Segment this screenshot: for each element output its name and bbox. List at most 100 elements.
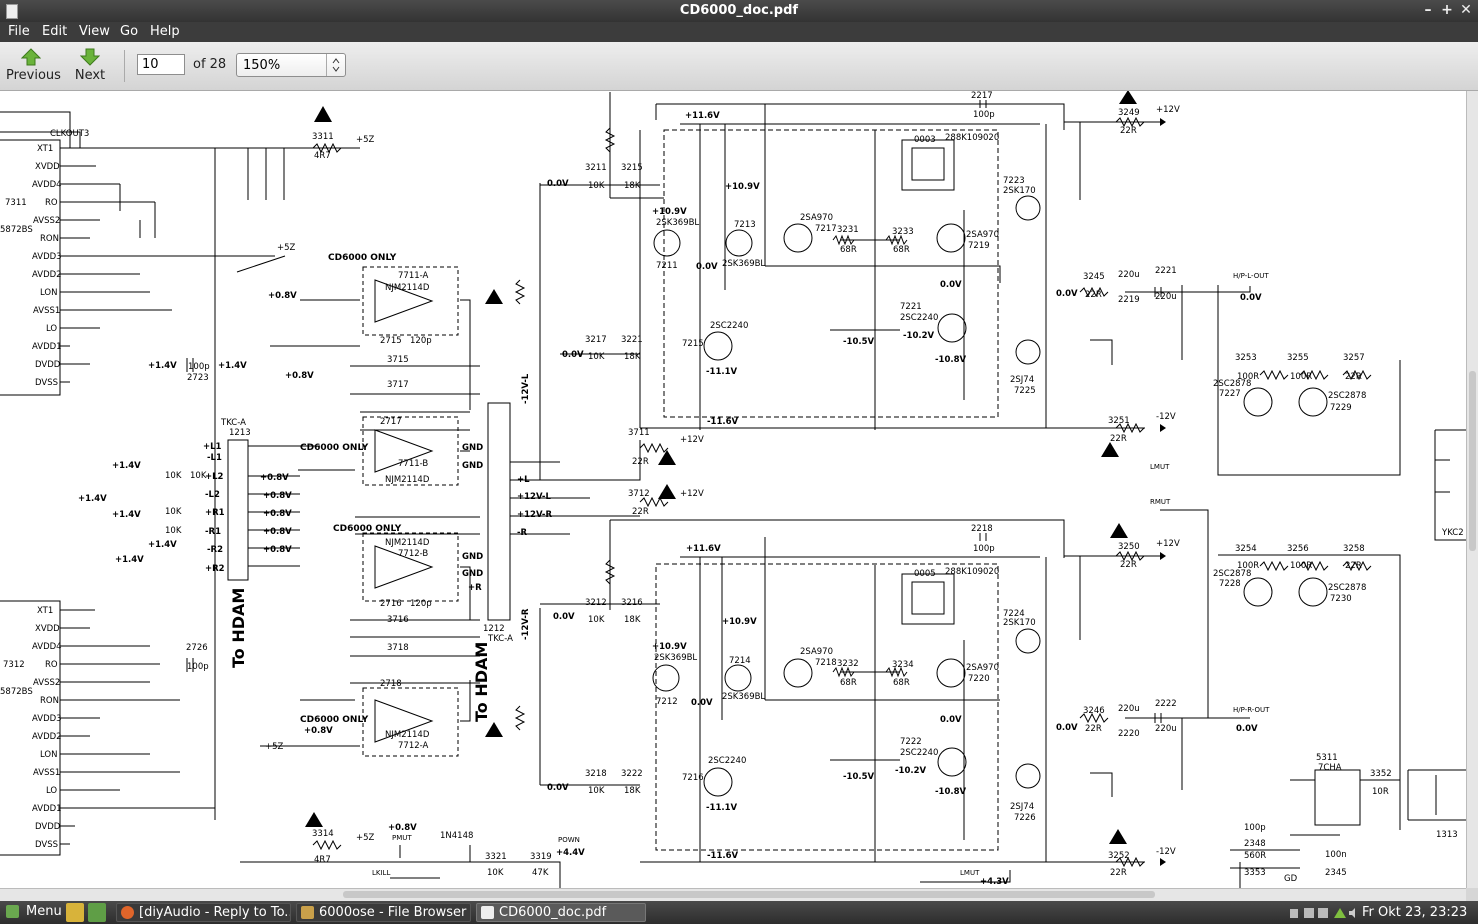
pin-m12vl: -12V-L	[521, 373, 531, 404]
v-p0-8-g: +0.8V	[263, 545, 292, 555]
pin-avss1-b: AVSS1	[33, 768, 60, 778]
r3256: 3256	[1287, 544, 1309, 554]
zoom-select[interactable]: 150%	[236, 53, 346, 77]
c2716: 2716	[380, 599, 402, 609]
pin-p12vr: +12V-R	[517, 510, 552, 520]
r3218: 3218	[585, 769, 607, 779]
r3314: 3314	[312, 829, 334, 839]
t7224: 7224	[1003, 609, 1025, 619]
c-100p-b: 100p	[1244, 823, 1266, 833]
pin-pr: +R	[468, 583, 482, 593]
c2345: 2345	[1325, 868, 1347, 878]
document-icon	[481, 906, 494, 919]
lmut-2: LMUT	[960, 869, 980, 877]
part-2sk170-a: 2SK170	[1003, 186, 1036, 196]
pin-ro-b: RO	[45, 660, 58, 670]
vertical-scrollbar[interactable]	[1466, 91, 1478, 888]
p5z-2: +5Z	[277, 243, 296, 253]
lock-icon	[1290, 909, 1298, 918]
terminal-launcher-icon[interactable]	[88, 903, 106, 922]
part-0003: 0003	[914, 135, 936, 145]
previous-button[interactable]: Previous	[6, 48, 61, 83]
opamp-7712b: 7712-B	[398, 549, 428, 559]
r3353-val: 560R	[1244, 851, 1266, 861]
pin-ron: RON	[40, 234, 59, 244]
r-10k-2: 10K	[165, 471, 182, 481]
r-10k-3: 10K	[165, 507, 182, 517]
c-120p-1: 120p	[410, 336, 432, 346]
pin-ml2: -L2	[205, 490, 220, 500]
tools-icon	[1304, 908, 1314, 918]
r3250: 3250	[1118, 542, 1140, 552]
pin-dvss-b: DVSS	[35, 840, 58, 850]
pin-gnd-3: GND	[462, 552, 483, 562]
v-p1-4-b: +1.4V	[218, 361, 247, 371]
cd6000-only-3: CD6000 ONLY	[333, 524, 402, 534]
v-p10-9-b: +10.9V	[652, 207, 687, 217]
notes-launcher-icon[interactable]	[66, 903, 84, 922]
part-2sj74-b: 2SJ74	[1010, 802, 1034, 812]
c2726: 2726	[186, 643, 208, 653]
v-p11-6-b: +11.6V	[686, 544, 721, 554]
horizontal-scroll-thumb[interactable]	[343, 891, 1155, 898]
label-pown: POWN	[558, 836, 580, 844]
label-tkc-a-1: TKC-A	[220, 418, 246, 428]
v-p12-d: +12V	[1156, 539, 1180, 549]
zoom-spinner[interactable]	[326, 54, 345, 76]
part-2sk369bl-c: 2SK369BL	[654, 653, 697, 663]
pin-avdd4: AVDD4	[32, 180, 62, 190]
menu-view[interactable]: View	[79, 24, 110, 39]
close-button[interactable]: ✕	[1460, 2, 1472, 18]
vertical-scroll-thumb[interactable]	[1469, 371, 1476, 551]
v-m12-a: -12V	[1156, 412, 1176, 422]
r3251: 3251	[1108, 416, 1130, 426]
ic-5872bs-label-b: 5872BS	[0, 687, 33, 697]
t7222: 7222	[900, 737, 922, 747]
arrow-down-icon	[80, 48, 100, 66]
r3246: 3246	[1083, 706, 1105, 716]
v-m11-6-a: -11.6V	[707, 417, 738, 427]
part-0005: 0005	[914, 569, 936, 579]
menu-bar: File Edit View Go Help	[0, 22, 1478, 42]
menu-help[interactable]: Help	[150, 24, 180, 39]
menu-file[interactable]: File	[8, 24, 30, 39]
v-m10-8-b: -10.8V	[935, 787, 966, 797]
r3319: 3319	[530, 852, 552, 862]
taskbar-item-browser[interactable]: [diyAudio - Reply to To...	[116, 903, 291, 922]
horizontal-scrollbar[interactable]	[0, 888, 1466, 901]
next-button[interactable]: Next	[70, 48, 110, 83]
r3234: 3234	[892, 660, 914, 670]
t7226: 7226	[1014, 813, 1036, 823]
v-m10-5-a: -10.5V	[843, 337, 874, 347]
clipboard-icon	[1318, 908, 1328, 918]
v-0-d: 0.0V	[547, 783, 569, 793]
clock[interactable]: Fr Okt 23, 23:23	[1362, 905, 1468, 920]
pin-gnd-4: GND	[462, 569, 483, 579]
r3252: 3252	[1108, 851, 1130, 861]
r3231-val: 68R	[840, 245, 857, 255]
cd6000-only-2: CD6000 ONLY	[300, 443, 369, 453]
folder-icon	[301, 906, 314, 919]
document-view[interactable]: CLKOUT3 XT1 XVDD AVDD4 RO 7311 AVSS2 587…	[0, 91, 1466, 888]
r3321: 3321	[485, 852, 507, 862]
maximize-button[interactable]: +	[1441, 2, 1453, 18]
menu-edit[interactable]: Edit	[42, 24, 68, 39]
diode-6311: 1N4148	[440, 831, 473, 841]
v-p1-4-a: +1.4V	[148, 361, 177, 371]
part-2sk369bl-b: 2SK369BL	[722, 259, 765, 269]
v-m12-b: -12V	[1156, 847, 1176, 857]
to-hdam-left: To HDAM	[229, 588, 248, 668]
toolbar: Previous Next 10 of 28 150%	[0, 42, 1478, 91]
r3254: 3254	[1235, 544, 1257, 554]
page-number-input[interactable]: 10	[137, 54, 185, 75]
v-p10-9-c: +10.9V	[722, 617, 757, 627]
pin-mr: -R	[517, 528, 528, 538]
part-2sc2240-b: 2SC2240	[900, 313, 938, 323]
menu-go[interactable]: Go	[120, 24, 139, 39]
r3258-val: 22R	[1345, 561, 1362, 571]
taskbar-item-pdf[interactable]: CD6000_doc.pdf	[476, 903, 646, 922]
minimize-button[interactable]: –	[1424, 2, 1432, 18]
taskbar-item-files[interactable]: 6000ose - File Browser	[296, 903, 471, 922]
opamp-njm-1: NJM2114D	[385, 283, 430, 293]
start-menu-button[interactable]: Menu	[2, 903, 62, 922]
